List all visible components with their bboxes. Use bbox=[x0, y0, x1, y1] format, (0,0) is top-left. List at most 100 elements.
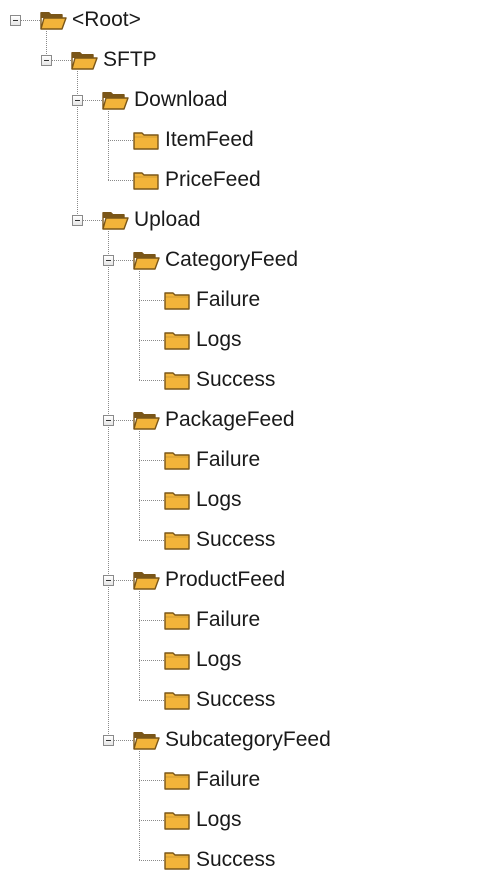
folder-packagefeed-success[interactable]: Success bbox=[164, 525, 275, 555]
folder-open-icon bbox=[133, 249, 160, 271]
folder-open-icon bbox=[133, 569, 160, 591]
download-node[interactable]: Download bbox=[102, 85, 227, 115]
tree-connector bbox=[114, 740, 133, 741]
node-label: PriceFeed bbox=[165, 168, 261, 191]
tree-connector bbox=[139, 380, 164, 381]
folder-icon bbox=[164, 609, 191, 631]
tree-connector bbox=[77, 71, 78, 214]
folder-open-icon bbox=[40, 9, 67, 31]
folder-packagefeed-logs[interactable]: Logs bbox=[164, 485, 242, 515]
folder-productfeed-logs[interactable]: Logs bbox=[164, 645, 242, 675]
node-label: Failure bbox=[196, 448, 261, 471]
tree-connector bbox=[139, 460, 164, 461]
folder-icon bbox=[164, 689, 191, 711]
tree-connector bbox=[108, 140, 133, 141]
node-label: Failure bbox=[196, 288, 261, 311]
folder-subcategoryfeed-success[interactable]: Success bbox=[164, 845, 275, 875]
folder-icon bbox=[133, 169, 160, 191]
folder-productfeed-success[interactable]: Success bbox=[164, 685, 275, 715]
folder-open-icon bbox=[102, 209, 129, 231]
tree-connector bbox=[139, 620, 164, 621]
collapse-toggle[interactable] bbox=[10, 15, 21, 26]
collapse-toggle[interactable] bbox=[103, 255, 114, 266]
folder-icon bbox=[164, 809, 191, 831]
folder-open-icon bbox=[133, 409, 160, 431]
folder-open-icon bbox=[133, 729, 160, 751]
collapse-toggle[interactable] bbox=[103, 415, 114, 426]
folder-open-icon bbox=[102, 89, 129, 111]
tree-connector bbox=[139, 860, 164, 861]
folder-open-icon bbox=[71, 49, 98, 71]
node-label: SFTP bbox=[103, 48, 157, 71]
tree-connector bbox=[139, 431, 140, 540]
folder-categoryfeed[interactable]: CategoryFeed bbox=[133, 245, 298, 275]
node-label: <Root> bbox=[72, 8, 141, 31]
node-label: Upload bbox=[134, 208, 201, 231]
tree-connector bbox=[83, 220, 102, 221]
sftp-node[interactable]: SFTP bbox=[71, 45, 157, 75]
upload-node[interactable]: Upload bbox=[102, 205, 201, 235]
node-label: Success bbox=[196, 848, 276, 871]
folder-icon bbox=[164, 289, 191, 311]
collapse-toggle[interactable] bbox=[72, 95, 83, 106]
tree-connector bbox=[139, 820, 164, 821]
collapse-toggle[interactable] bbox=[103, 735, 114, 746]
tree-connector bbox=[139, 780, 164, 781]
folder-icon bbox=[133, 129, 160, 151]
tree-connector bbox=[139, 700, 164, 701]
collapse-toggle[interactable] bbox=[41, 55, 52, 66]
folder-subcategoryfeed-logs[interactable]: Logs bbox=[164, 805, 242, 835]
tree-connector bbox=[108, 111, 109, 180]
folder-productfeed-failure[interactable]: Failure bbox=[164, 605, 260, 635]
tree-connector bbox=[52, 60, 71, 61]
folder-categoryfeed-success[interactable]: Success bbox=[164, 365, 275, 395]
node-label: Failure bbox=[196, 608, 261, 631]
node-label: ItemFeed bbox=[165, 128, 254, 151]
tree-connector bbox=[114, 580, 133, 581]
tree-connector bbox=[108, 231, 109, 734]
tree-connector bbox=[139, 340, 164, 341]
folder-itemfeed[interactable]: ItemFeed bbox=[133, 125, 254, 155]
node-label: Success bbox=[196, 368, 276, 391]
folder-packagefeed-failure[interactable]: Failure bbox=[164, 445, 260, 475]
node-label: Logs bbox=[196, 328, 242, 351]
folder-icon bbox=[164, 489, 191, 511]
tree-connector bbox=[114, 260, 133, 261]
node-label: Logs bbox=[196, 808, 242, 831]
tree-connector bbox=[108, 180, 133, 181]
tree-connector bbox=[139, 540, 164, 541]
tree-connector bbox=[83, 100, 102, 101]
root-node[interactable]: <Root> bbox=[40, 5, 141, 35]
folder-icon bbox=[164, 449, 191, 471]
folder-icon bbox=[164, 329, 191, 351]
node-label: ProductFeed bbox=[165, 568, 286, 591]
node-label: Failure bbox=[196, 768, 261, 791]
folder-icon bbox=[164, 529, 191, 551]
folder-icon bbox=[164, 369, 191, 391]
node-label: Download bbox=[134, 88, 228, 111]
tree-connector bbox=[139, 271, 140, 380]
folder-subcategoryfeed[interactable]: SubcategoryFeed bbox=[133, 725, 331, 755]
node-label: Logs bbox=[196, 648, 242, 671]
folder-productfeed[interactable]: ProductFeed bbox=[133, 565, 285, 595]
collapse-toggle[interactable] bbox=[72, 215, 83, 226]
node-label: CategoryFeed bbox=[165, 248, 299, 271]
tree-connector bbox=[21, 20, 40, 21]
folder-categoryfeed-logs[interactable]: Logs bbox=[164, 325, 242, 355]
collapse-toggle[interactable] bbox=[103, 575, 114, 586]
tree-connector bbox=[139, 660, 164, 661]
node-label: Success bbox=[196, 528, 276, 551]
tree-connector bbox=[114, 420, 133, 421]
node-label: Logs bbox=[196, 488, 242, 511]
folder-pricefeed[interactable]: PriceFeed bbox=[133, 165, 261, 195]
tree-connector bbox=[139, 591, 140, 700]
node-label: SubcategoryFeed bbox=[165, 728, 331, 751]
tree-connector bbox=[139, 300, 164, 301]
node-label: PackageFeed bbox=[165, 408, 295, 431]
folder-subcategoryfeed-failure[interactable]: Failure bbox=[164, 765, 260, 795]
tree-connector bbox=[139, 751, 140, 860]
folder-categoryfeed-failure[interactable]: Failure bbox=[164, 285, 260, 315]
folder-packagefeed[interactable]: PackageFeed bbox=[133, 405, 295, 435]
folder-icon bbox=[164, 849, 191, 871]
